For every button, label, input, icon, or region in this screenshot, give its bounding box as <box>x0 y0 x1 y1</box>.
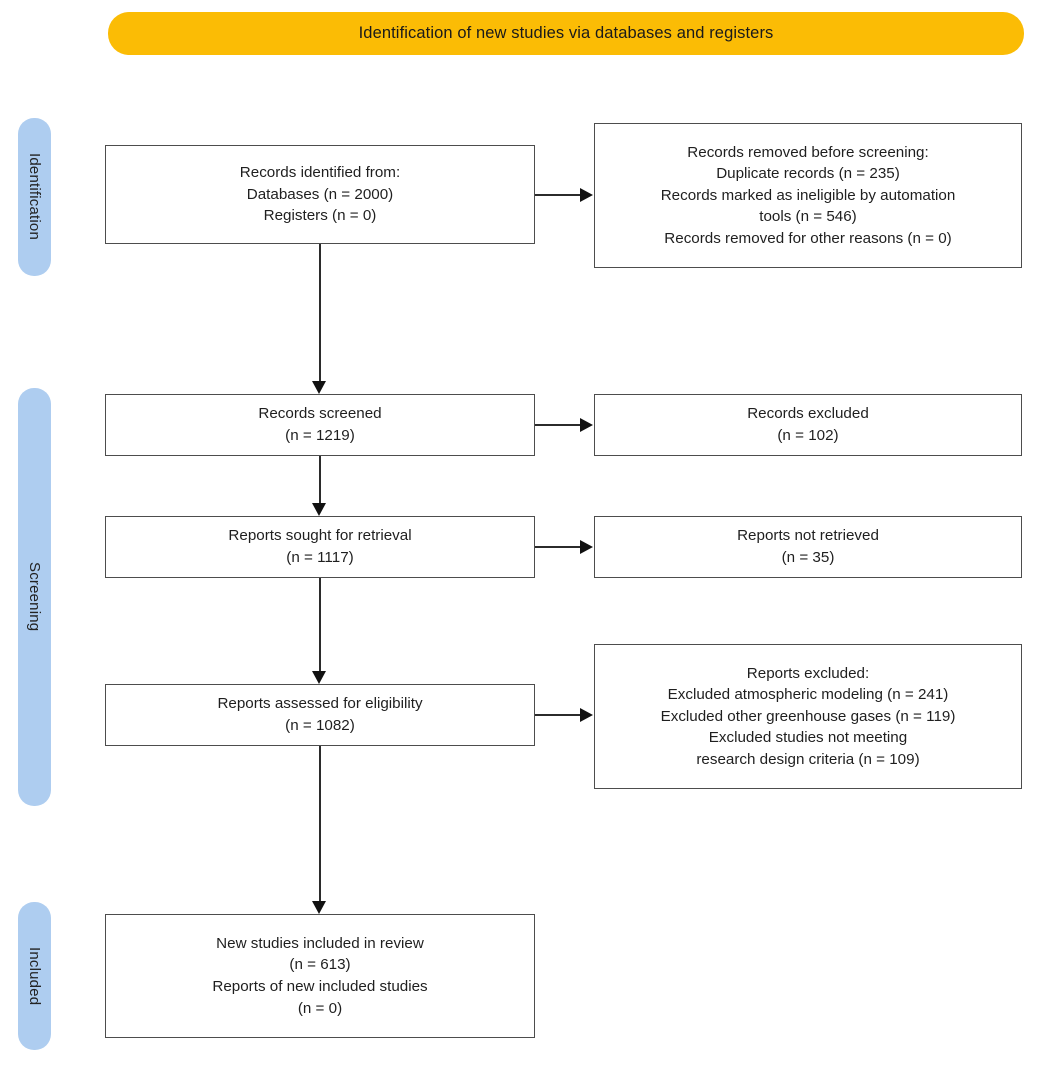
box-reports-sought-for-retrieval: Reports sought for retrieval (n = 1117) <box>105 516 535 578</box>
box-records-screened: Records screened (n = 1219) <box>105 394 535 456</box>
connector-sought-to-assessed <box>319 578 321 671</box>
arrow-down-icon-to-assessed <box>312 671 326 684</box>
arrow-down-icon-to-screened <box>312 381 326 394</box>
arrow-right-icon-to-not-retrieved <box>580 540 593 554</box>
box-new-studies-included: New studies included in review (n = 613)… <box>105 914 535 1038</box>
connector-identified-to-removed <box>535 194 580 196</box>
stage-label-screening: Screening <box>18 388 51 806</box>
box-records-identified-text: Records identified from: Databases (n = … <box>239 164 401 225</box>
box-records-removed-before-screening-text: Records removed before screening: Duplic… <box>660 143 956 247</box>
box-reports-assessed-for-eligibility-text: Reports assessed for eligibility (n = 10… <box>217 695 423 734</box>
box-new-studies-included-text: New studies included in review (n = 613)… <box>212 934 428 1017</box>
box-reports-not-retrieved: Reports not retrieved (n = 35) <box>594 516 1022 578</box>
stage-label-included-text: Included <box>26 946 43 1006</box>
connector-screened-to-excluded <box>535 424 580 426</box>
arrow-right-icon-to-reports-excluded <box>580 708 593 722</box>
diagram-header-banner: Identification of new studies via databa… <box>108 12 1024 55</box>
stage-label-included: Included <box>18 902 51 1050</box>
stage-label-screening-text: Screening <box>26 562 43 632</box>
box-reports-excluded: Reports excluded: Excluded atmospheric m… <box>594 644 1022 789</box>
arrow-down-icon-to-sought <box>312 503 326 516</box>
connector-identified-to-screened <box>319 244 321 381</box>
box-records-screened-text: Records screened (n = 1219) <box>258 405 382 444</box>
arrow-right-icon-to-excluded <box>580 418 593 432</box>
stage-label-identification: Identification <box>18 118 51 276</box>
box-reports-assessed-for-eligibility: Reports assessed for eligibility (n = 10… <box>105 684 535 746</box>
box-records-identified: Records identified from: Databases (n = … <box>105 145 535 244</box>
connector-assessed-to-included <box>319 746 321 901</box>
connector-screened-to-sought <box>319 456 321 503</box>
stage-label-identification-text: Identification <box>26 153 43 241</box>
arrow-right-icon-to-removed <box>580 188 593 202</box>
diagram-title: Identification of new studies via databa… <box>358 24 774 42</box>
box-records-removed-before-screening: Records removed before screening: Duplic… <box>594 123 1022 268</box>
box-reports-excluded-text: Reports excluded: Excluded atmospheric m… <box>660 664 956 768</box>
box-reports-not-retrieved-text: Reports not retrieved (n = 35) <box>737 527 879 566</box>
box-records-excluded: Records excluded (n = 102) <box>594 394 1022 456</box>
connector-assessed-to-reports-excluded <box>535 714 580 716</box>
box-reports-sought-for-retrieval-text: Reports sought for retrieval (n = 1117) <box>228 527 412 566</box>
box-records-excluded-text: Records excluded (n = 102) <box>747 405 869 444</box>
connector-sought-to-not-retrieved <box>535 546 580 548</box>
arrow-down-icon-to-included <box>312 901 326 914</box>
